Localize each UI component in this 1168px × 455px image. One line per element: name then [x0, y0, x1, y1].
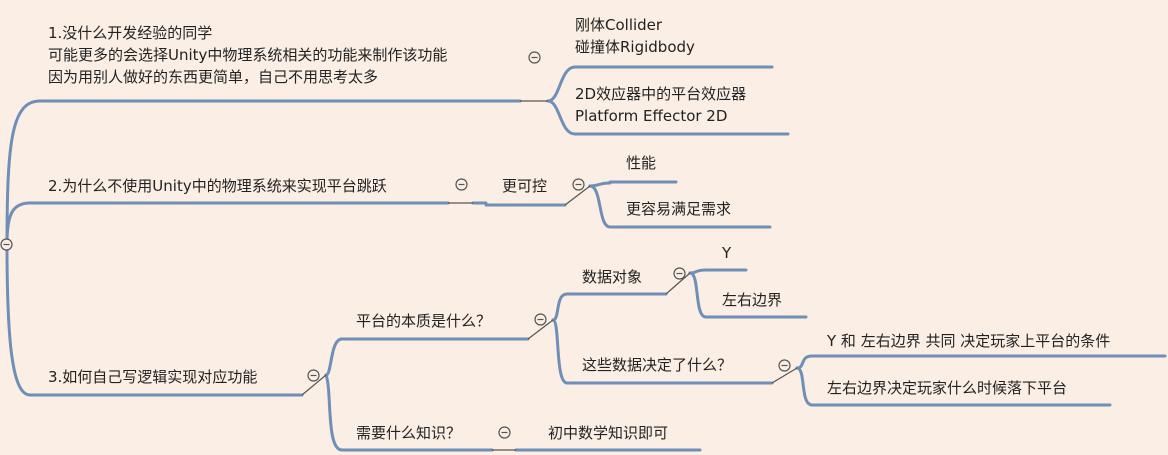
connector-essence-decide — [551, 318, 569, 385]
node-falling-condition[interactable]: 左右边界决定玩家什么时候落下平台 — [827, 379, 1068, 397]
connector-decide-2 — [795, 366, 814, 407]
node-what-data-decides[interactable]: 这些数据决定了什么？ — [582, 356, 733, 374]
node-boarding-condition[interactable]: Y 和 左右边界 共同 决定玩家上平台的条件 — [827, 332, 1111, 350]
connector-b1-c1 — [546, 65, 577, 103]
connector-b1-c2 — [546, 99, 577, 136]
collapse-toggle-decide[interactable] — [778, 359, 791, 372]
connector-root-b1 — [5, 99, 42, 246]
collapse-toggle-knowledge[interactable] — [498, 426, 511, 439]
node-knowledge-needed[interactable]: 需要什么知识？ — [356, 424, 462, 442]
node-performance[interactable]: 性能 — [626, 154, 657, 172]
collapse-toggle-b3[interactable] — [307, 369, 320, 382]
node-branch-3[interactable]: 3.如何自己写逻辑实现对应功能 — [48, 368, 258, 386]
connector-root-b2 — [5, 201, 32, 246]
connector-b3-c1 — [324, 337, 344, 377]
collapse-toggle-essence[interactable] — [534, 313, 547, 326]
connector-data-lr — [688, 271, 708, 319]
connector-root-b3 — [5, 242, 32, 397]
node-b1-platform-effector[interactable]: 2D效应器中的平台效应器 Platform Effector 2D — [575, 85, 747, 125]
node-platform-essence[interactable]: 平台的本质是什么？ — [356, 312, 492, 330]
collapse-toggle-root[interactable] — [0, 238, 13, 251]
node-data-object[interactable]: 数据对象 — [582, 268, 643, 286]
connector-decide-1 — [795, 354, 814, 370]
node-more-controllable[interactable]: 更可控 — [502, 177, 548, 195]
collapse-toggle-b2-c[interactable] — [572, 178, 585, 191]
node-y[interactable]: Y — [722, 244, 732, 262]
node-left-right-bounds[interactable]: 左右边界 — [722, 291, 783, 309]
collapse-toggle-data-object[interactable] — [673, 267, 686, 280]
node-branch-1[interactable]: 1.没什么开发经验的同学 可能更多的会选择Unity中物理系统相关的功能来制作该… — [48, 24, 448, 86]
collapse-toggle-b2[interactable] — [455, 178, 468, 191]
connector-essence-data — [551, 292, 569, 322]
connector-b3-c2 — [324, 373, 344, 452]
node-easier-requirements[interactable]: 更容易满足需求 — [626, 200, 732, 218]
connector-b2-g2 — [588, 184, 612, 229]
collapse-toggle-b1[interactable] — [528, 51, 541, 64]
node-b1-rigidbody[interactable]: 刚体Collider 碰撞体Rigidbody — [575, 16, 695, 56]
node-middle-school-math[interactable]: 初中数学知识即可 — [548, 424, 669, 442]
node-branch-2[interactable]: 2.为什么不使用Unity中的物理系统来实现平台跳跃 — [48, 177, 387, 195]
